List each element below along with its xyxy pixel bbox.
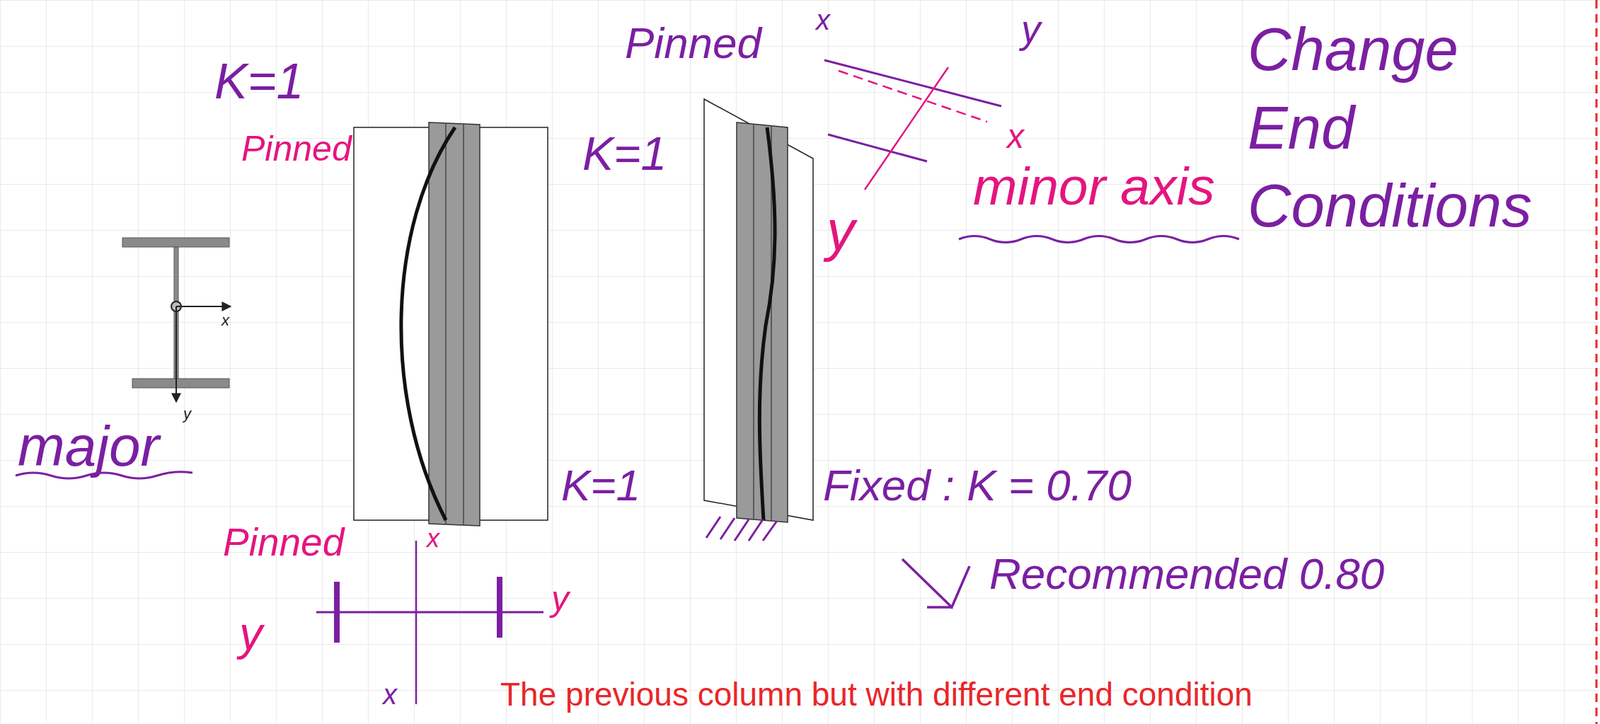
annotation-label: y [237, 607, 265, 661]
flange-edge [462, 123, 465, 526]
column-member [736, 122, 788, 523]
annotation-label: x [1004, 116, 1027, 156]
annotation-label: K=1 [559, 459, 643, 511]
buckled-shape [759, 127, 775, 521]
annotation-label: x [813, 3, 833, 37]
annotation-label: minor axis [970, 155, 1218, 217]
annotation-label: y [549, 578, 572, 620]
annotation-label: y [1019, 7, 1044, 52]
flange [122, 237, 230, 247]
annotation-label: major [15, 413, 162, 480]
annotation-label: Fixed : K = 0.70 [820, 459, 1134, 511]
page-border [1595, 0, 1598, 724]
annotation-label: Recommended 0.80 [987, 548, 1387, 599]
annotation-label: Pinned [239, 128, 354, 170]
axis-line [316, 611, 544, 614]
flange-mark [334, 581, 340, 643]
annotation-label: K=1 [212, 53, 307, 111]
axis-line [864, 67, 949, 190]
underline [958, 236, 1240, 243]
annotation-label: x [380, 677, 400, 711]
pinned-column [353, 122, 548, 526]
flange-mark [496, 576, 503, 638]
buckled-shape [401, 127, 456, 521]
annotation-label: x [219, 311, 232, 330]
annotation-label: Change End Conditions [1245, 10, 1562, 246]
annotation-label: Pinned [622, 17, 764, 68]
axis-line [838, 70, 988, 122]
annotation-label: K=1 [580, 127, 669, 182]
fixed-support-hatch [706, 516, 778, 541]
i-section [122, 237, 231, 402]
axis-arrow [176, 305, 231, 308]
axis-arrow [175, 306, 177, 402]
hand-arrow [902, 559, 970, 608]
axis-line [415, 540, 418, 705]
caption: The previous column but with different e… [500, 675, 1253, 714]
annotation-label: y [824, 198, 857, 264]
annotation-label: Pinned [220, 520, 347, 565]
fixed-column [704, 99, 814, 541]
column-member [428, 122, 480, 526]
flange-edge [445, 123, 447, 525]
annotation-label: x [424, 523, 442, 553]
axis-line [824, 60, 1002, 107]
annotation-label: y [181, 404, 194, 423]
axis-line [827, 134, 928, 162]
flange-edge [752, 123, 755, 520]
flange [132, 378, 230, 388]
